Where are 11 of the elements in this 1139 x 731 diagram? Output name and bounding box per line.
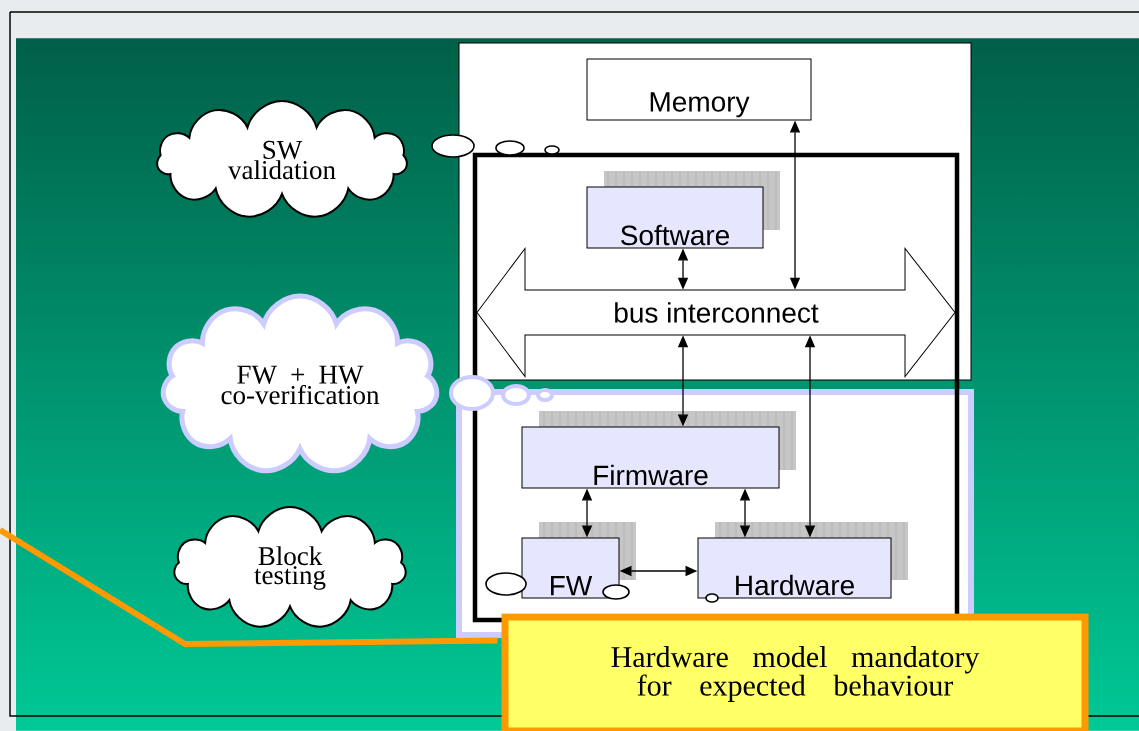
stacked-block: Firmware bbox=[521, 410, 796, 489]
leader-line bbox=[0, 527, 498, 647]
stacked-block: Software bbox=[586, 170, 780, 249]
thought-cloud: SW validation bbox=[156, 100, 408, 218]
thought-cloud: Block testing bbox=[173, 506, 407, 628]
stacked-block: FW bbox=[521, 521, 636, 599]
memory-box: Memory bbox=[586, 58, 812, 121]
thought-cloud: FW + HW co-verification bbox=[160, 293, 440, 474]
stacked-block: Hardware bbox=[697, 521, 908, 599]
double-arrow-bus: bus interconnect bbox=[476, 248, 956, 377]
note-box: Hardware model mandatory for expected behaviour bbox=[501, 613, 1089, 731]
